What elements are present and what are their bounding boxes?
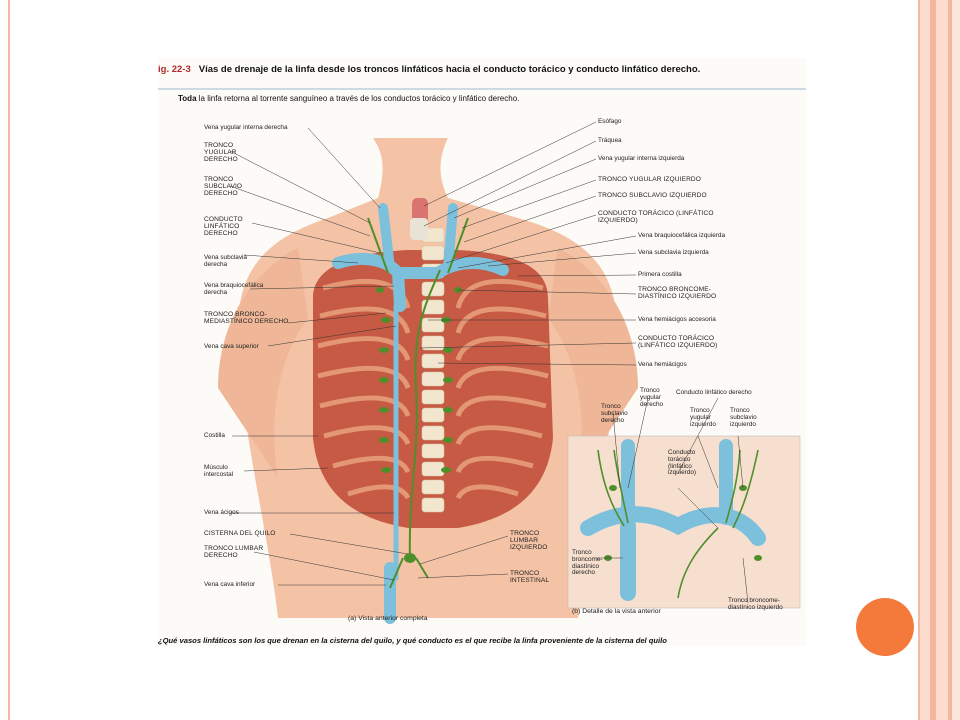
subtitle-rest: la linfa retorna al torrente sanguíneo a… <box>196 94 520 103</box>
figure-subtitle: Toda la linfa retorna al torrente sanguí… <box>178 94 519 103</box>
label-right-9: TRONCO BRONCOME- DIASTÍNICO IZQUIERDO <box>638 286 717 301</box>
label-right-7: Vena subclavia izquierda <box>638 249 709 256</box>
label-right-6: Vena braquiocefálica izquierda <box>638 232 726 239</box>
figure-title-text: Vías de drenaje de la linfa desde los tr… <box>198 64 701 75</box>
label-right-1: Tráquea <box>598 137 622 144</box>
label-right-3: TRONCO YUGULAR IZQUIERDO <box>598 176 702 183</box>
lymphatic-illustration <box>158 88 806 624</box>
label-right-2: Vena yugular interna izquierda <box>598 155 685 162</box>
figure-number: ig. 22-3 <box>158 64 191 75</box>
figure-title: ig. 22-3 Vías de drenaje de la linfa desd… <box>158 64 700 75</box>
label-left-3: CONDUCTO LINFÁTICO DERECHO <box>204 216 243 238</box>
inset-label-4: Tronco subclavio izquierdo <box>730 407 757 428</box>
label-right-5: CONDUCTO TORÁCICO (LINFÁTICO IZQUIERDO) <box>598 210 714 225</box>
label-bottom-1: TRONCO INTESTINAL <box>510 570 550 585</box>
label-left-8: Costilla <box>204 432 225 439</box>
label-right-0: Esófago <box>598 118 622 125</box>
label-left-11: CISTERNA DEL QUILO <box>204 530 276 537</box>
inset-label-2: Conducto linfático derecho <box>676 389 752 396</box>
label-left-6: TRONCO BRONCO- MEDIASTÍNICO DERECHO <box>204 311 289 326</box>
orange-circle-icon <box>856 598 914 656</box>
decorative-stripes <box>920 0 960 720</box>
label-right-11: CONDUCTO TORÁCICO (LINFÁTICO IZQUIERDO) <box>638 335 718 350</box>
inset-label-0: Tronco subclavio derecho <box>601 403 628 424</box>
label-left-0: Vena yugular interna derecha <box>204 124 288 131</box>
inset-label-3: Tronco yugular izquierdo <box>690 407 716 428</box>
label-bottom-0: TRONCO LUMBAR IZQUIERDO <box>510 530 548 552</box>
label-right-12: Vena hemiácigos <box>638 361 687 368</box>
inset-label-7: Tronco broncome- diastínico izquierdo <box>728 597 783 611</box>
label-left-7: Vena cava superior <box>204 343 259 350</box>
label-left-2: TRONCO SUBCLAVIO DERECHO <box>204 176 243 198</box>
label-left-1: TRONCO YUGULAR DERECHO <box>204 142 238 164</box>
caption-b: (b) Detalle de la vista anterior <box>572 608 661 615</box>
label-left-12: TRONCO LUMBAR DERECHO <box>204 545 264 560</box>
subtitle-bold: Toda <box>178 94 197 103</box>
inset-label-5: Conducto torácico (linfático izquierdo) <box>668 449 697 477</box>
inset-label-1: Tronco yugular derecho <box>640 387 664 408</box>
label-left-9: Músculo intercostal <box>204 464 234 479</box>
label-left-4: Vena subclavia derecha <box>204 254 247 269</box>
label-right-10: Vena hemiácigos accesoria <box>638 316 716 323</box>
label-left-10: Vena ácigos <box>204 509 239 516</box>
figure-question: ¿Qué vasos linfáticos son los que drenan… <box>158 636 667 645</box>
caption-a: (a) Vista anterior completa <box>348 615 428 622</box>
anatomy-figure: ig. 22-3 Vías de drenaje de la linfa desd… <box>158 58 806 646</box>
label-left-5: Vena braquiocefálica derecha <box>204 282 264 297</box>
label-right-4: TRONCO SUBCLAVIO IZQUIERDO <box>598 192 707 199</box>
inset-label-6: Tronco broncome- diastínico derecho <box>572 549 603 577</box>
label-left-13: Vena cava inferior <box>204 581 256 588</box>
label-right-8: Primera costilla <box>638 271 682 278</box>
